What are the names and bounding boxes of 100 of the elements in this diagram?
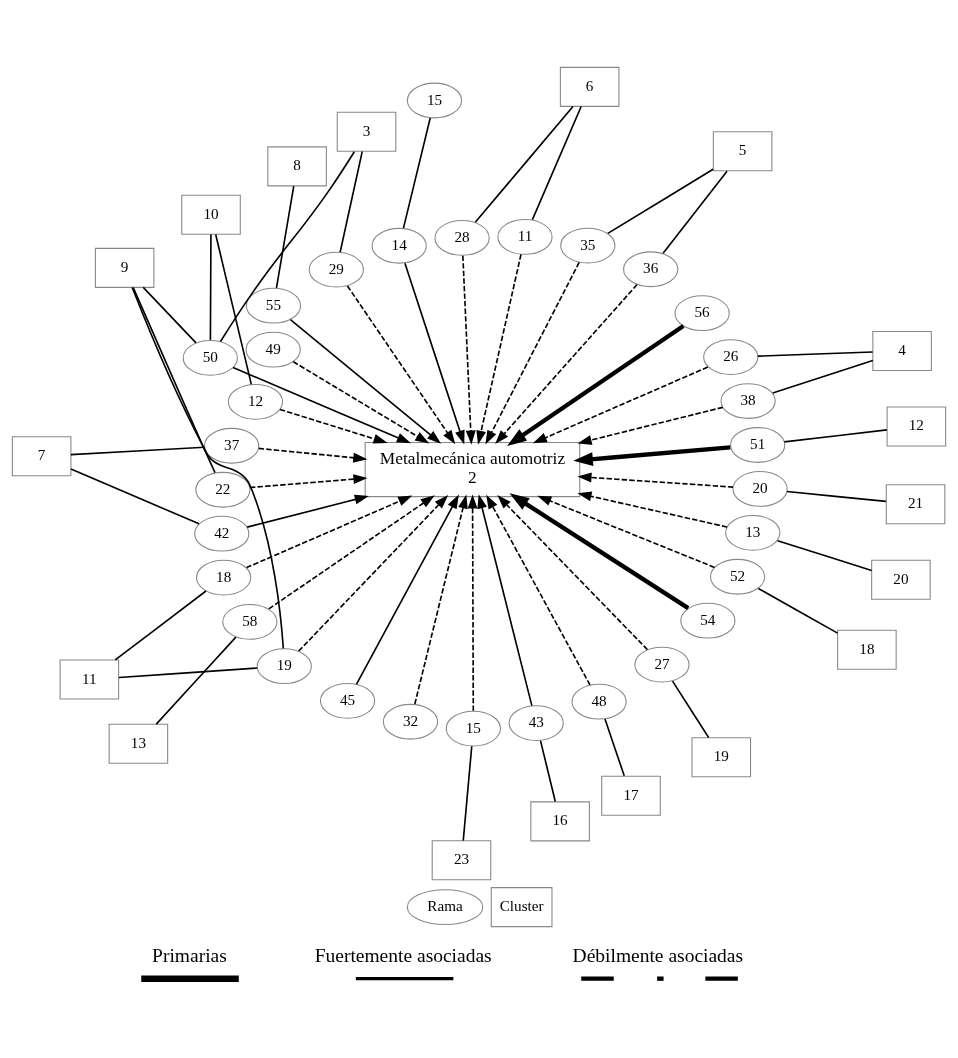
connector bbox=[662, 170, 728, 254]
connector bbox=[776, 539, 873, 571]
node-ellipse: 49 bbox=[245, 331, 301, 368]
node-box: 3 bbox=[336, 111, 397, 152]
node-ellipse: 22 bbox=[195, 471, 251, 508]
node-box: 8 bbox=[267, 145, 327, 186]
node-box: 19 bbox=[691, 736, 752, 777]
connector bbox=[142, 286, 197, 344]
arrow bbox=[232, 366, 411, 443]
arrow bbox=[404, 261, 465, 444]
connector bbox=[786, 490, 887, 502]
arrow bbox=[577, 491, 728, 528]
arrow bbox=[289, 318, 442, 444]
node-box: 7 bbox=[11, 435, 72, 476]
arrow bbox=[495, 283, 638, 444]
connector bbox=[757, 587, 839, 634]
node-box: 13 bbox=[108, 723, 169, 764]
node-ellipse: 15 bbox=[406, 82, 463, 118]
node-ellipse: 14 bbox=[371, 227, 427, 264]
connector bbox=[531, 105, 582, 220]
node-ellipse: 19 bbox=[256, 647, 312, 684]
arrow bbox=[246, 494, 369, 528]
node-ellipse: 54 bbox=[680, 602, 736, 639]
arrow bbox=[497, 494, 649, 650]
node-ellipse: 45 bbox=[319, 682, 376, 719]
arrow bbox=[507, 323, 685, 446]
arrow bbox=[485, 261, 580, 444]
connector bbox=[219, 150, 356, 342]
connector bbox=[474, 105, 574, 223]
connector bbox=[757, 350, 874, 357]
arrow bbox=[245, 495, 413, 568]
arrow bbox=[279, 408, 388, 444]
connector bbox=[70, 467, 200, 525]
node-ellipse: 37 bbox=[204, 427, 260, 464]
node-ellipse: 48 bbox=[571, 683, 627, 720]
connector bbox=[70, 445, 206, 455]
node-ellipse: 32 bbox=[382, 703, 439, 740]
arrow bbox=[297, 494, 449, 652]
node-ellipse: 29 bbox=[308, 251, 364, 288]
node-box: 16 bbox=[530, 800, 590, 841]
connector bbox=[118, 666, 259, 678]
legend-label: Fuertemente asociadas bbox=[314, 944, 492, 966]
arrow bbox=[486, 494, 591, 686]
node-ellipse: 18 bbox=[196, 559, 252, 595]
legend-label: Débilmente asociadas bbox=[572, 944, 744, 966]
legend-label: Primarias bbox=[152, 944, 227, 966]
connector bbox=[132, 286, 216, 473]
node-box: 6 bbox=[559, 66, 620, 107]
node-box: Cluster bbox=[490, 886, 553, 927]
node-ellipse: 12 bbox=[227, 383, 284, 420]
node-box: 18 bbox=[837, 629, 897, 670]
arrow bbox=[346, 284, 456, 444]
arrow bbox=[355, 494, 459, 685]
connector bbox=[209, 233, 212, 341]
node-box: 11 bbox=[59, 659, 120, 700]
node-ellipse: 38 bbox=[720, 382, 776, 419]
node-box: Metalmecánica automotriz 2 bbox=[364, 441, 581, 497]
node-box: 20 bbox=[871, 559, 931, 600]
connector bbox=[339, 150, 363, 253]
connector bbox=[155, 635, 237, 725]
arrow bbox=[509, 492, 690, 610]
node-ellipse: 42 bbox=[194, 515, 250, 552]
node-ellipse: 58 bbox=[222, 603, 278, 640]
connector bbox=[131, 286, 285, 649]
node-ellipse: 11 bbox=[497, 218, 553, 255]
connector bbox=[539, 739, 557, 802]
node-box: 10 bbox=[181, 194, 241, 235]
node-box: 5 bbox=[712, 130, 773, 171]
node-box: 23 bbox=[431, 839, 492, 880]
arrow bbox=[292, 360, 430, 444]
node-ellipse: Rama bbox=[406, 888, 484, 925]
node-box: 9 bbox=[94, 247, 155, 288]
connector bbox=[671, 679, 710, 738]
connector bbox=[604, 717, 626, 777]
connector bbox=[462, 745, 473, 841]
node-box: 17 bbox=[601, 775, 661, 816]
node-ellipse: 26 bbox=[703, 338, 759, 375]
connector bbox=[275, 184, 295, 289]
node-ellipse: 36 bbox=[623, 250, 679, 287]
node-box: 12 bbox=[886, 405, 947, 446]
node-ellipse: 15 bbox=[445, 710, 501, 746]
arrow bbox=[414, 493, 468, 705]
node-ellipse: 52 bbox=[709, 558, 766, 595]
arrow bbox=[249, 473, 368, 488]
arrow bbox=[476, 253, 522, 445]
node-ellipse: 50 bbox=[182, 339, 238, 376]
node-ellipse: 55 bbox=[245, 287, 302, 324]
arrow bbox=[467, 493, 478, 712]
node-box: 4 bbox=[872, 330, 932, 371]
node-ellipse: 56 bbox=[674, 294, 730, 331]
node-box: 21 bbox=[885, 483, 946, 524]
node-ellipse: 28 bbox=[434, 219, 490, 256]
connector bbox=[214, 233, 253, 385]
node-ellipse: 20 bbox=[732, 470, 788, 507]
node-ellipse: 27 bbox=[634, 646, 690, 683]
connector bbox=[771, 359, 874, 394]
arrow bbox=[462, 254, 476, 445]
arrow bbox=[577, 472, 734, 488]
arrow bbox=[258, 447, 368, 463]
arrow bbox=[537, 495, 716, 568]
